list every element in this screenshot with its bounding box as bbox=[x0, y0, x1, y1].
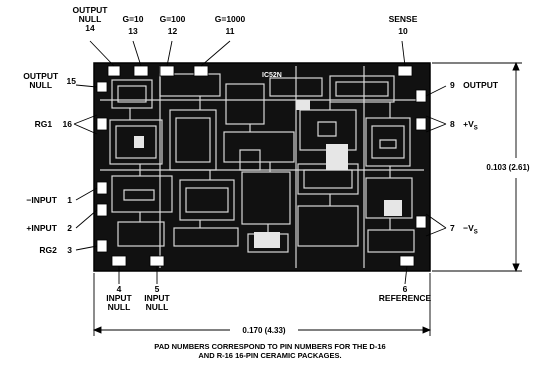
pad-16-number: 16 bbox=[62, 119, 72, 129]
caption-line-1: PAD NUMBERS CORRESPOND TO PIN NUMBERS FO… bbox=[154, 342, 386, 351]
pad-10-name: SENSE bbox=[388, 14, 418, 24]
pad-11-name: G=1000 bbox=[214, 14, 246, 24]
label-input-null-4: 4 INPUT NULL bbox=[94, 285, 144, 312]
height-dimension bbox=[432, 61, 522, 273]
label-minus-vs: 7 −VS bbox=[450, 224, 510, 238]
bonding-pads bbox=[96, 65, 427, 267]
pad-7-subscript: S bbox=[473, 229, 478, 236]
pad-3-name: RG2 bbox=[39, 245, 57, 255]
pad-10-number: 10 bbox=[398, 26, 408, 36]
pad-5-name: INPUT NULL bbox=[144, 293, 170, 312]
height-dimension-text: 0.103 (2.61) bbox=[486, 163, 530, 172]
pad-15-number: 15 bbox=[66, 75, 76, 86]
label-g100: G=100 12 bbox=[145, 15, 200, 36]
pad-16-name: RG1 bbox=[34, 119, 53, 129]
width-dimension-text: 0.170 (4.33) bbox=[242, 326, 286, 335]
pad-8-number: 8 bbox=[450, 119, 455, 129]
pad-9-number: 9 bbox=[450, 80, 455, 90]
pad-11-number: 11 bbox=[225, 26, 235, 36]
width-dimension bbox=[92, 273, 432, 336]
label-output-null-14: OUTPUT NULL 14 bbox=[60, 6, 120, 33]
label-minus-input: −INPUT 1 bbox=[4, 196, 72, 205]
pad-12-name: G=100 bbox=[159, 14, 186, 24]
pad-15-name: OUTPUT NULL bbox=[23, 71, 59, 90]
pad-14-number: 14 bbox=[85, 23, 95, 33]
pad-9-name: OUTPUT bbox=[463, 80, 499, 90]
pad-14-name: OUTPUT NULL bbox=[72, 5, 108, 24]
label-input-null-5: 5 INPUT NULL bbox=[132, 285, 182, 312]
label-plus-vs: 8 +VS bbox=[450, 120, 510, 134]
pad-6-name: REFERENCE bbox=[378, 293, 432, 303]
die-mark: IC52N bbox=[262, 72, 282, 79]
label-g1000: G=1000 11 bbox=[200, 15, 260, 36]
label-rg1: RG1 16 bbox=[4, 120, 72, 129]
pad-7-name: −V bbox=[463, 223, 474, 233]
pad-2-name: +INPUT bbox=[26, 223, 57, 233]
circuit-traces bbox=[100, 66, 424, 268]
pad-13-number: 13 bbox=[128, 26, 138, 36]
pad-7-number: 7 bbox=[450, 223, 455, 233]
label-g10: G=10 13 bbox=[108, 15, 158, 36]
pad-8-name: +V bbox=[463, 119, 474, 129]
label-output: 9 OUTPUT bbox=[450, 81, 520, 90]
pad-3-number: 3 bbox=[67, 245, 72, 255]
pad-13-name: G=10 bbox=[122, 14, 144, 24]
label-reference: 6 REFERENCE bbox=[370, 285, 440, 303]
label-rg2: RG2 3 bbox=[4, 246, 72, 255]
pad-2-number: 2 bbox=[67, 223, 72, 233]
label-sense: SENSE 10 bbox=[375, 15, 431, 36]
pad-12-number: 12 bbox=[167, 26, 178, 36]
label-output-null-15: OUTPUT NULL 15 bbox=[6, 72, 76, 90]
pad-1-name: −INPUT bbox=[26, 195, 57, 205]
pad-1-number: 1 bbox=[67, 195, 72, 205]
pad-4-name: INPUT NULL bbox=[106, 293, 132, 312]
pad-4-number: 4 bbox=[116, 284, 122, 294]
leader-lines bbox=[73, 40, 447, 285]
figure-caption: PAD NUMBERS CORRESPOND TO PIN NUMBERS FO… bbox=[70, 342, 470, 360]
label-plus-input: +INPUT 2 bbox=[4, 224, 72, 233]
pad-5-number: 5 bbox=[154, 284, 160, 294]
circuit-blocks bbox=[134, 100, 402, 248]
pad-6-number: 6 bbox=[402, 284, 408, 294]
pad-8-subscript: S bbox=[473, 125, 478, 132]
caption-line-2: AND R-16 16-PIN CERAMIC PACKAGES. bbox=[198, 351, 342, 360]
